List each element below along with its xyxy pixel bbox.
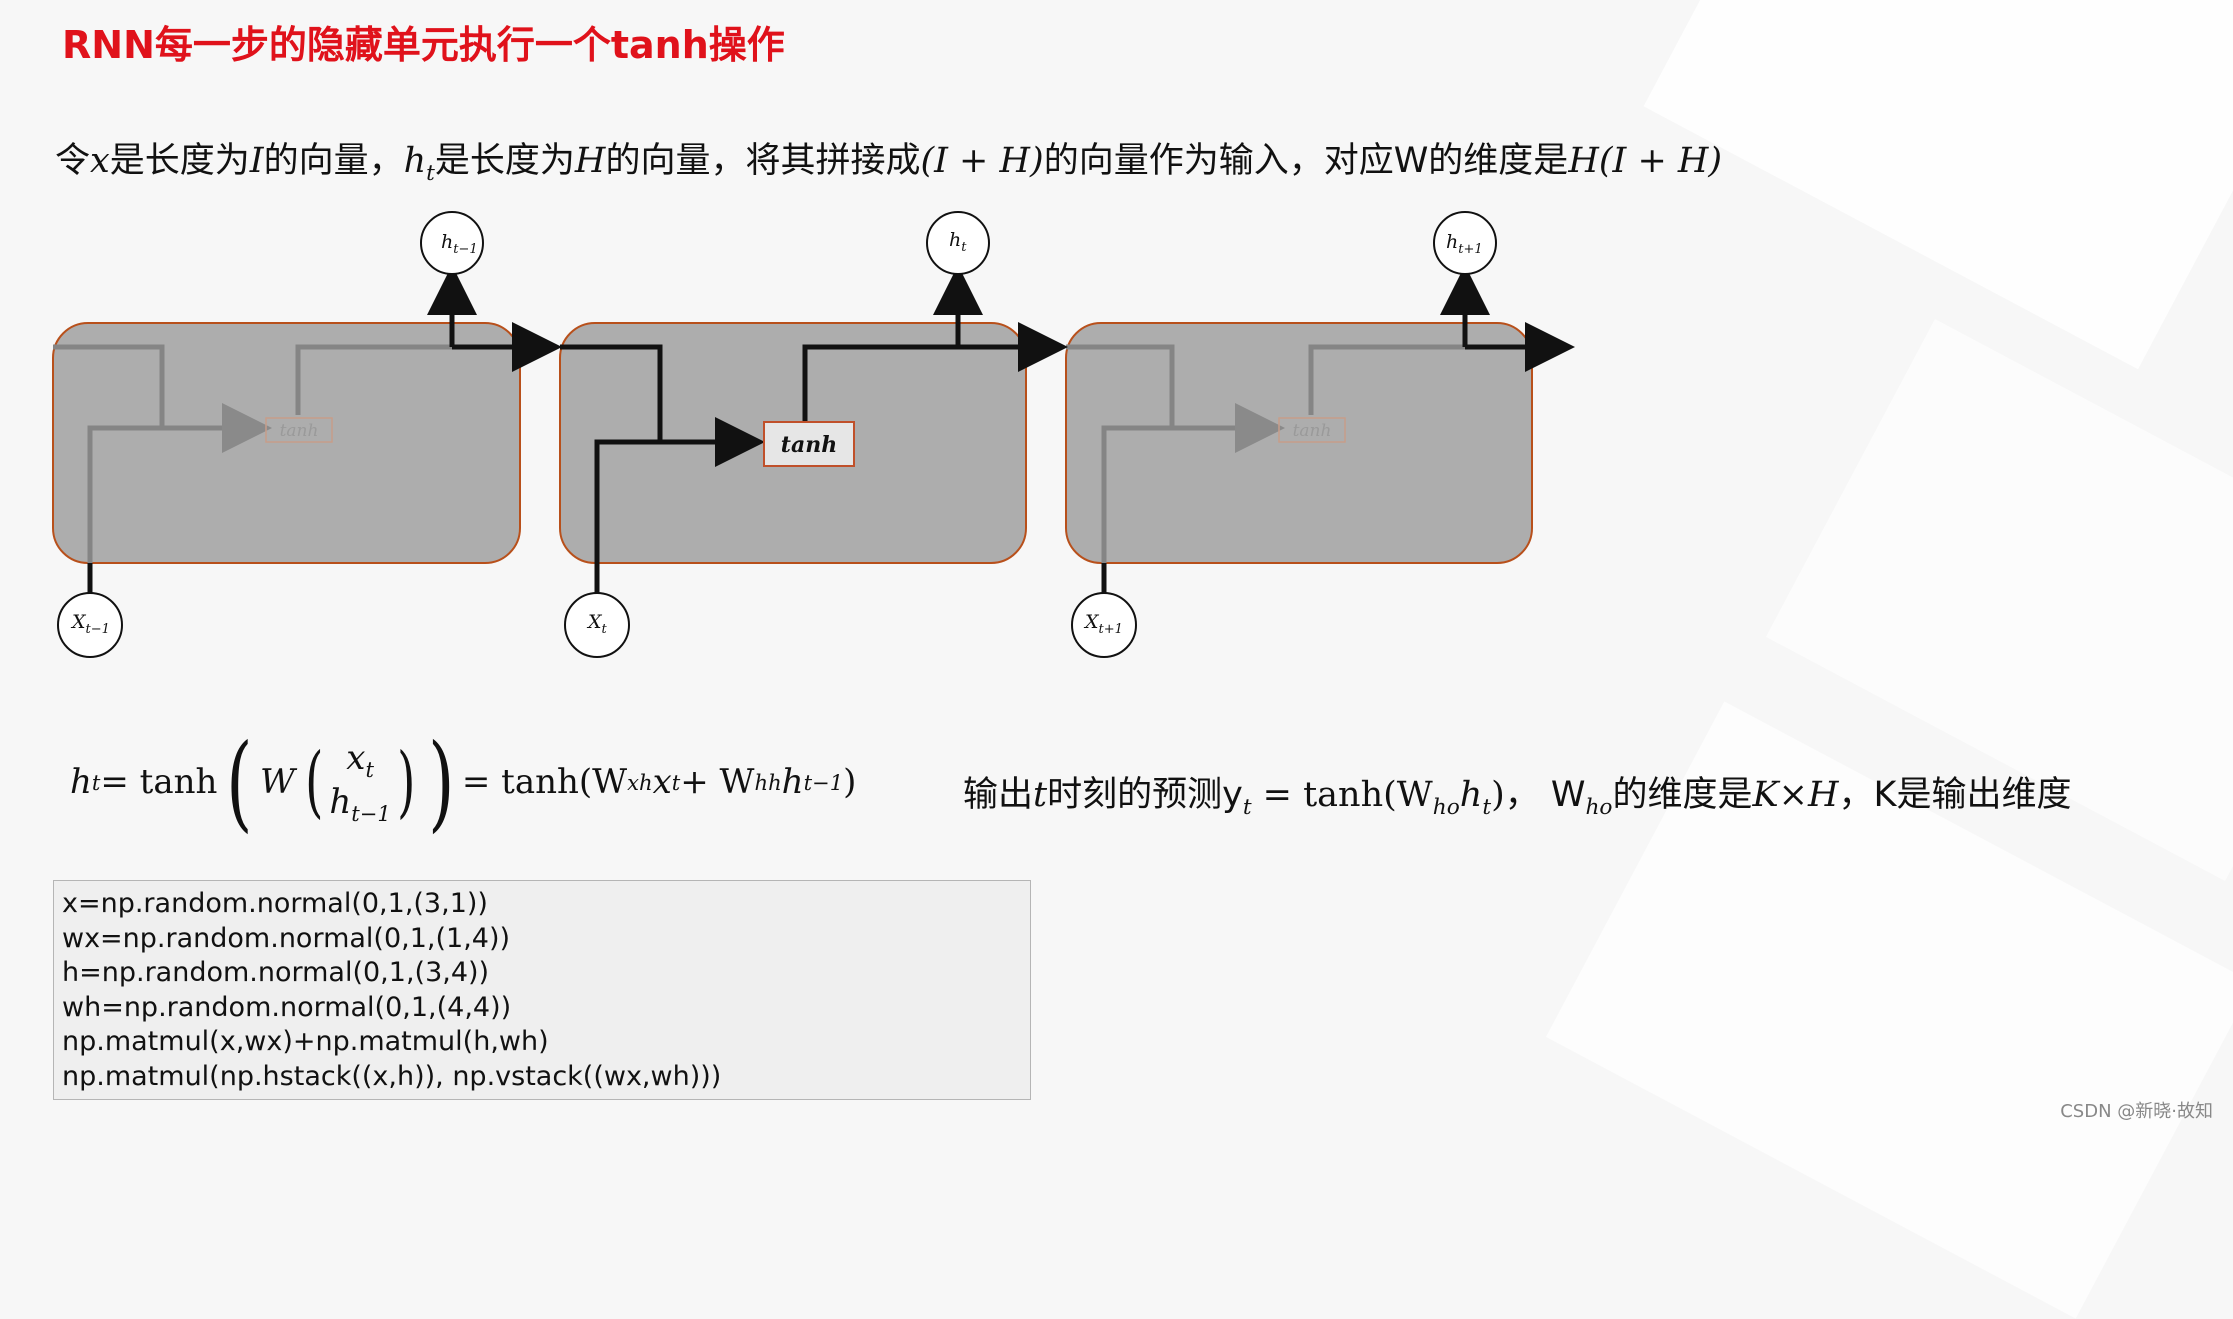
cell-3-tanh-box <box>1278 417 1346 443</box>
rnn-diagram: tanh tanh tanh ht−1 ht ht+1 Xt−1 <box>52 211 1575 658</box>
code-block: x=np.random.normal(0,1,(3,1)) wx=np.rand… <box>53 880 1031 1100</box>
rnn-cell-3 <box>1065 322 1533 564</box>
cell-3-internals <box>1066 344 1465 603</box>
code-line: np.matmul(np.hstack((x,h)), np.vstack((w… <box>62 1060 722 1092</box>
output-description: 输出t时刻的预测yt = tanh(Whoht)， Who的维度是K×H，K是输… <box>963 775 2072 820</box>
cell-2-tanh-box <box>763 421 855 467</box>
code-line: wh=np.random.normal(0,1,(4,4)) <box>62 991 512 1023</box>
code-line: np.matmul(x,wx)+np.matmul(h,wh) <box>62 1026 549 1057</box>
cell-2-internals <box>560 344 958 603</box>
code-line: h=np.random.normal(0,1,(3,4)) <box>62 957 490 988</box>
intro-text: 令x是长度为I的向量，ht是长度为H的向量，将其拼接成(I + H)的向量作为输… <box>55 141 1723 186</box>
rnn-cell-1 <box>52 322 521 564</box>
output-node-h-t: ht <box>926 211 990 275</box>
input-node-x-t-1: Xt−1 <box>57 592 123 658</box>
output-node-h-t+1: ht+1 <box>1433 211 1497 275</box>
cell-3-tanh-label: tanh <box>1293 421 1332 441</box>
cell-1-internals <box>53 344 452 603</box>
cell-2-tanh-label: tanh <box>781 432 837 458</box>
background-shape <box>1643 0 2233 370</box>
slide-title: RNN每一步的隐藏单元执行一个tanh操作 <box>62 23 785 67</box>
code-line: wx=np.random.normal(0,1,(1,4)) <box>62 922 511 954</box>
input-node-x-t: Xt <box>564 592 630 658</box>
watermark: CSDN @新晓·故知 <box>2060 1101 2213 1122</box>
cell-1-tanh-box <box>265 417 333 443</box>
input-node-x-t+1: Xt+1 <box>1071 592 1137 658</box>
output-node-h-t-1: ht−1 <box>420 211 484 275</box>
code-line: x=np.random.normal(0,1,(3,1)) <box>62 888 488 919</box>
cell-1-tanh-label: tanh <box>280 421 319 441</box>
